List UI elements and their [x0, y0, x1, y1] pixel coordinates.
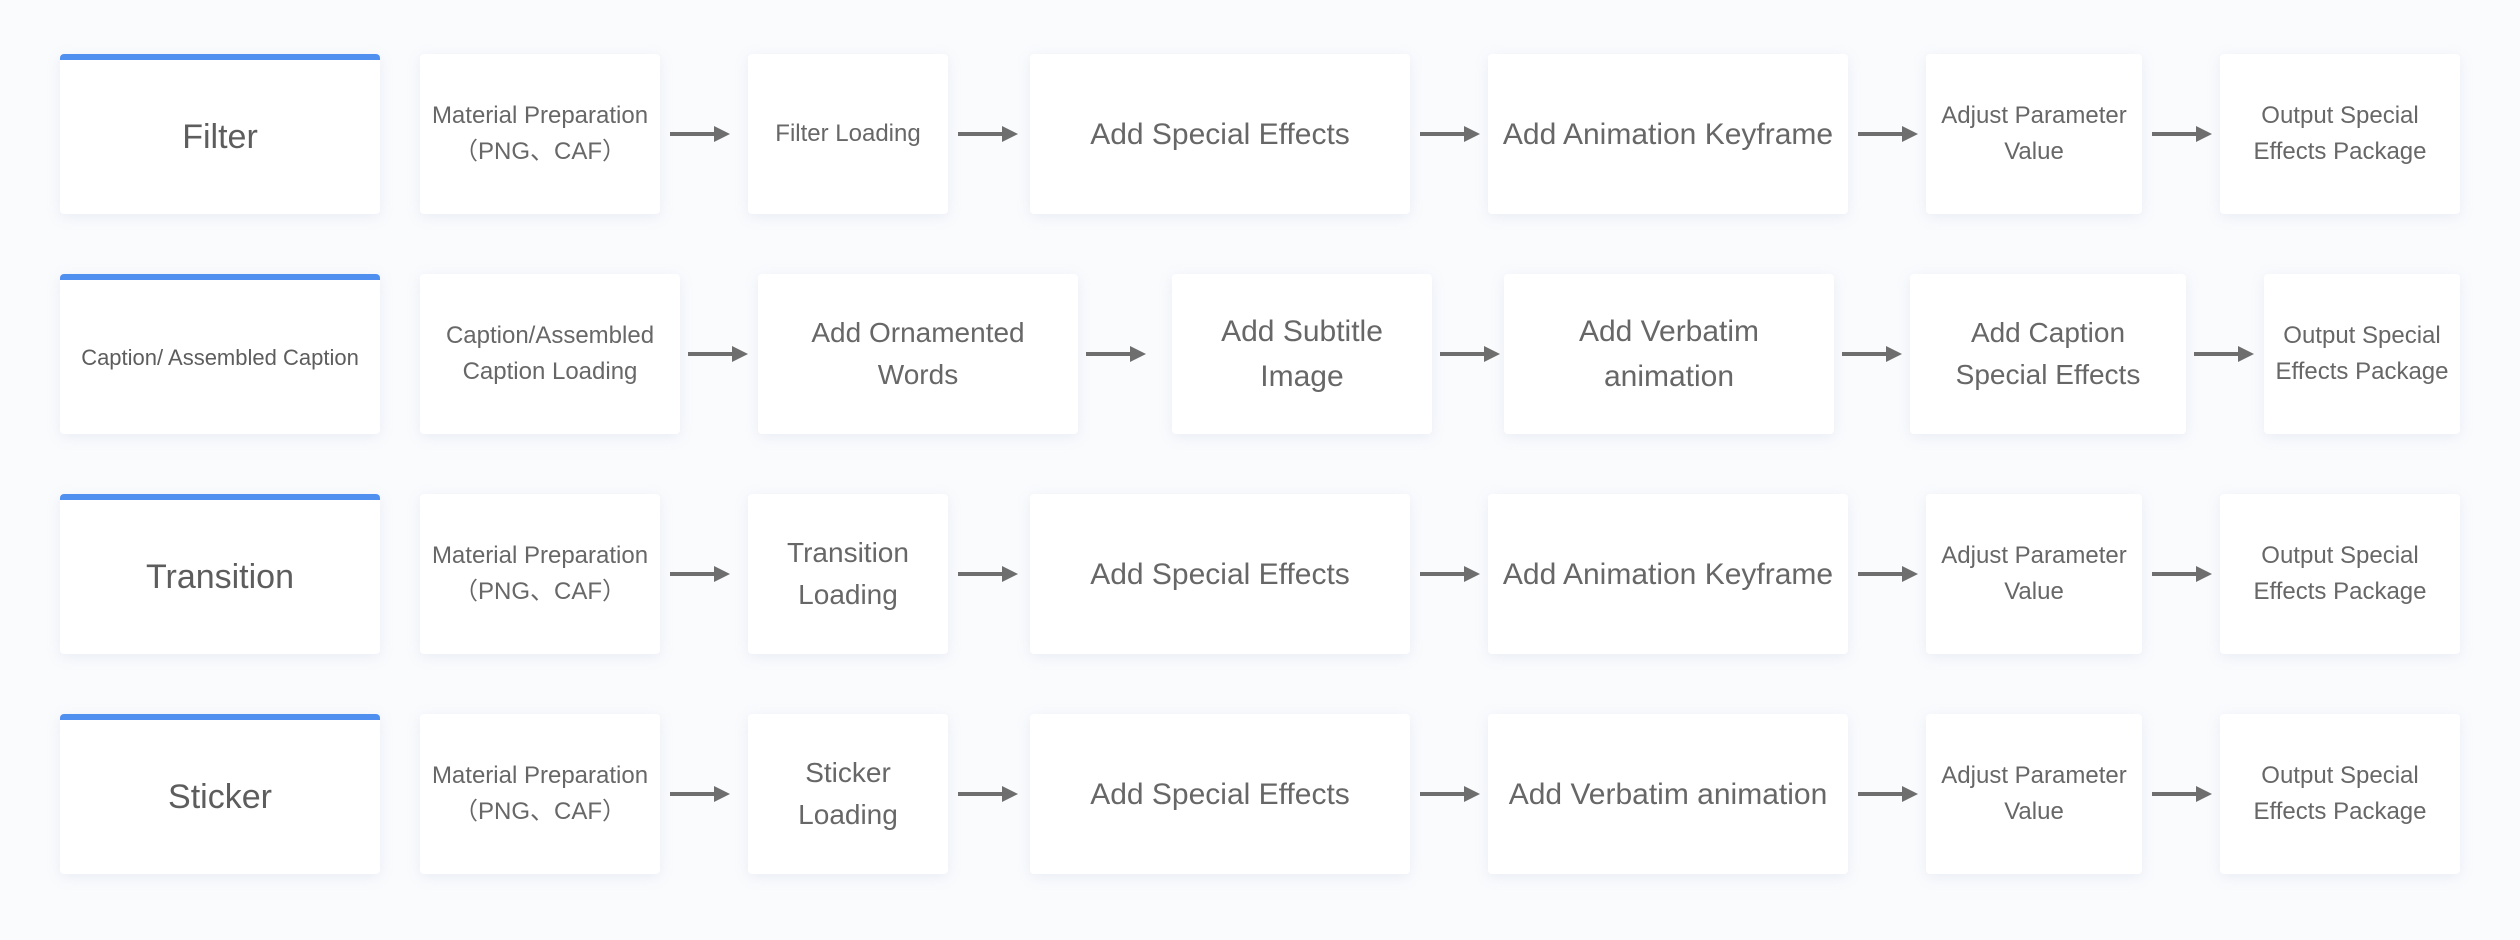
step-add-animation-keyframe: Add Animation Keyframe [1488, 494, 1848, 654]
step-output-special-effects-package: Output Special Effects Package [2264, 274, 2460, 434]
step-material-preparation: Material Preparation （PNG、CAF） [420, 494, 660, 654]
arrow-right [1420, 124, 1480, 144]
step-add-caption-special-effects: Add Caption Special Effects [1910, 274, 2186, 434]
arrow-right [1858, 124, 1918, 144]
arrow-right [670, 784, 730, 804]
category-filter: Filter [60, 54, 380, 214]
category-transition: Transition [60, 494, 380, 654]
arrow-right [2152, 124, 2212, 144]
step-output-special-effects-package: Output Special Effects Package [2220, 494, 2460, 654]
step-add-animation-keyframe: Add Animation Keyframe [1488, 54, 1848, 214]
arrow-right [1420, 784, 1480, 804]
step-filter-loading: Filter Loading [748, 54, 948, 214]
step-add-special-effects: Add Special Effects [1030, 714, 1410, 874]
step-add-subtitle-image: Add Subtitle Image [1172, 274, 1432, 434]
step-sticker-loading: Sticker Loading [748, 714, 948, 874]
arrow-right [1086, 344, 1146, 364]
step-output-special-effects-package: Output Special Effects Package [2220, 714, 2460, 874]
step-caption-loading: Caption/Assembled Caption Loading [420, 274, 680, 434]
step-material-preparation: Material Preparation （PNG、CAF） [420, 714, 660, 874]
arrow-right [1440, 344, 1500, 364]
arrow-right [670, 564, 730, 584]
arrow-right [1842, 344, 1902, 364]
arrow-right [688, 344, 748, 364]
step-material-preparation: Material Preparation （PNG、CAF） [420, 54, 660, 214]
step-adjust-parameter-value: Adjust Parameter Value [1926, 54, 2142, 214]
arrow-right [1858, 564, 1918, 584]
arrow-right [2152, 564, 2212, 584]
step-output-special-effects-package: Output Special Effects Package [2220, 54, 2460, 214]
arrow-right [2152, 784, 2212, 804]
category-caption: Caption/ Assembled Caption [60, 274, 380, 434]
step-add-verbatim-animation: Add Verbatim animation [1504, 274, 1834, 434]
step-add-ornamented-words: Add Ornamented Words [758, 274, 1078, 434]
step-add-verbatim-animation: Add Verbatim animation [1488, 714, 1848, 874]
category-sticker: Sticker [60, 714, 380, 874]
step-transition-loading: Transition Loading [748, 494, 948, 654]
step-adjust-parameter-value: Adjust Parameter Value [1926, 714, 2142, 874]
arrow-right [958, 784, 1018, 804]
step-add-special-effects: Add Special Effects [1030, 54, 1410, 214]
arrow-right [670, 124, 730, 144]
step-add-special-effects: Add Special Effects [1030, 494, 1410, 654]
arrow-right [1858, 784, 1918, 804]
arrow-right [2194, 344, 2254, 364]
step-adjust-parameter-value: Adjust Parameter Value [1926, 494, 2142, 654]
arrow-right [958, 124, 1018, 144]
arrow-right [1420, 564, 1480, 584]
arrow-right [958, 564, 1018, 584]
